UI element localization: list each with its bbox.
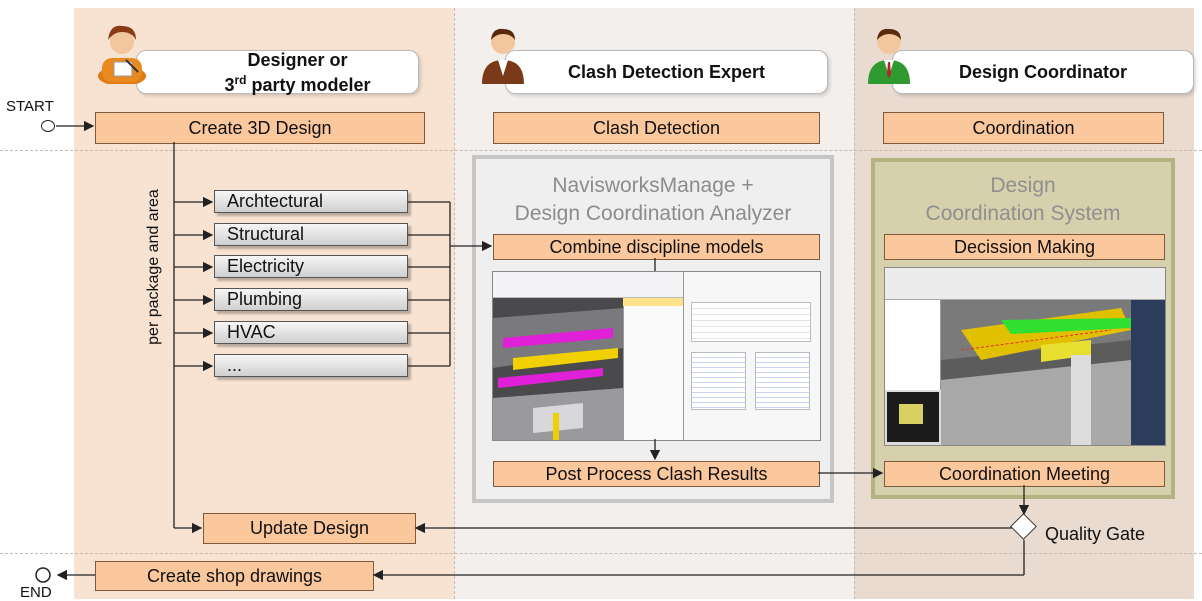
- discipline-structural: Structural: [214, 223, 408, 246]
- role-designer-line1: Designer or: [247, 49, 348, 70]
- start-node-icon: [41, 120, 55, 132]
- coordination-meeting-label: Coordination Meeting: [938, 463, 1111, 484]
- discipline-label: Structural: [227, 224, 305, 244]
- discipline-electricity: Electricity: [214, 255, 408, 278]
- create-3d-design-label: Create 3D Design: [188, 117, 332, 138]
- role-designer: Designer or 3rd party modeler: [136, 49, 419, 95]
- quality-gate-label: Quality Gate: [1045, 524, 1146, 544]
- discipline-plumbing: Plumbing: [214, 288, 408, 311]
- coordination-system-screenshot: [884, 267, 1166, 446]
- dcs-title-line1: Design: [990, 174, 1056, 197]
- discipline-label: Plumbing: [227, 289, 303, 309]
- update-design-label: Update Design: [249, 518, 370, 538]
- create-3d-design-box: Create 3D Design: [95, 112, 425, 144]
- coordination-box: Coordination: [883, 112, 1164, 144]
- role-designer-line2-text: 3rd party modeler: [224, 72, 371, 95]
- update-design-box: Update Design: [203, 513, 416, 544]
- role-designer-line2: 3rd party modeler: [224, 70, 370, 95]
- discipline-label: ...: [227, 355, 243, 375]
- create-shop-drawings-label: Create shop drawings: [146, 565, 323, 586]
- clash-detection-box: Clash Detection: [493, 112, 820, 144]
- lane-divider: [454, 8, 455, 599]
- decision-making-label: Decission Making: [953, 236, 1096, 257]
- discipline-hvac: HVAC: [214, 321, 408, 344]
- per-package-label: per package and area: [145, 189, 162, 345]
- phase-divider: [0, 553, 1202, 554]
- dcs-title: Design Coordination System: [874, 172, 1172, 228]
- post-process-box: Post Process Clash Results: [493, 461, 820, 487]
- navisworks-screenshot: [492, 271, 821, 441]
- combine-models-label: Combine discipline models: [549, 236, 764, 257]
- create-shop-drawings-box: Create shop drawings: [95, 561, 374, 591]
- clash-detection-label: Clash Detection: [592, 117, 721, 138]
- analyzer-title-line2: Design Coordination Analyzer: [514, 202, 792, 225]
- analyzer-title: NavisworksManage + Design Coordination A…: [474, 172, 832, 228]
- discipline-label: Archtectural: [227, 191, 324, 211]
- coordination-meeting-box: Coordination Meeting: [884, 461, 1165, 487]
- role-clash-expert: Clash Detection Expert: [505, 50, 828, 94]
- phase-divider: [0, 150, 1202, 151]
- analyzer-title-line1: NavisworksManage +: [552, 174, 754, 197]
- decision-making-box: Decission Making: [884, 234, 1165, 260]
- coordination-label: Coordination: [972, 117, 1075, 138]
- discipline-more: ...: [214, 354, 408, 377]
- discipline-label: Electricity: [227, 256, 305, 276]
- combine-models-box: Combine discipline models: [493, 234, 820, 260]
- dcs-title-line2: Coordination System: [925, 202, 1121, 225]
- clash-expert-person-icon: [482, 28, 524, 84]
- coordinator-person-icon: [868, 28, 910, 84]
- end-label: END: [20, 584, 52, 601]
- post-process-label: Post Process Clash Results: [545, 463, 768, 484]
- role-coordinator-label: Design Coordinator: [958, 61, 1127, 82]
- lane-divider: [854, 8, 855, 599]
- discipline-architectural: Archtectural: [214, 190, 408, 213]
- designer-person-icon: [98, 25, 146, 84]
- discipline-label: HVAC: [227, 322, 276, 342]
- start-label: START: [6, 98, 54, 115]
- role-coordinator: Design Coordinator: [892, 50, 1194, 94]
- role-clash-expert-label: Clash Detection Expert: [567, 61, 766, 82]
